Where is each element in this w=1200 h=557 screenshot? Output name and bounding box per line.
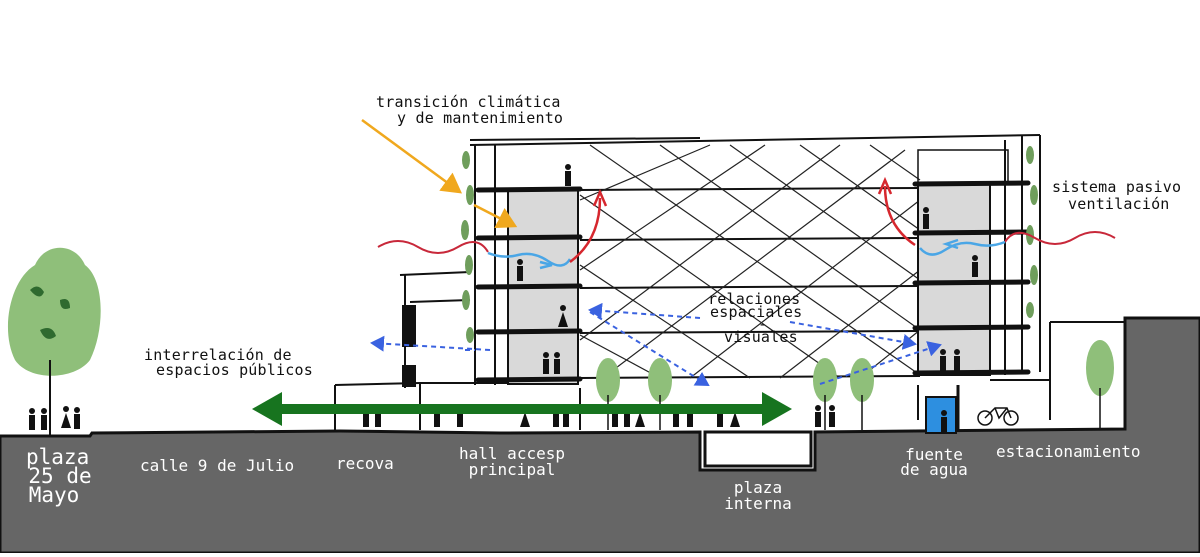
person-icon (517, 259, 523, 281)
label-fuente-1: fuente (905, 445, 963, 464)
floor-slabs (475, 180, 1031, 383)
label-hall-1: hall accesp (459, 444, 565, 463)
green-double-arrow (252, 392, 792, 426)
person-icon (554, 352, 560, 374)
person-icon (954, 349, 960, 371)
recova-dark-panel-2 (402, 365, 416, 387)
person-icon (940, 349, 946, 371)
label-plaza-interna-1: plaza (733, 478, 783, 497)
recova-dark-panel (402, 305, 416, 347)
annotation-relaciones-4: visuales (724, 328, 798, 346)
ventilation-flow (377, 176, 1116, 270)
annotation-transicion-1: transición climática (376, 93, 561, 111)
ground-mass (0, 316, 1200, 555)
label-estacionamiento: estacionamiento (996, 442, 1141, 461)
plaza-interna-pit (703, 430, 813, 468)
people-group (29, 164, 978, 432)
label-fuente-2: de agua (900, 460, 968, 479)
person-icon (923, 207, 929, 229)
annotation-interrelacion-2: espacios públicos (156, 361, 313, 379)
label-plaza-3: Mayo (28, 483, 80, 507)
tree-icon-small-3 (813, 358, 837, 430)
tree-icon-small-2 (648, 358, 672, 430)
label-plaza-2: 25 de (28, 464, 92, 488)
annotation-relaciones-3: - (758, 315, 768, 333)
person-icon (29, 408, 35, 430)
person-icon (61, 406, 71, 428)
annotation-interrelacion-1: interrelación de (144, 346, 292, 364)
tree-icon (7, 247, 101, 435)
person-icon (565, 164, 571, 186)
annotation-sistema-1: sistema pasivo (1052, 178, 1182, 196)
person-icon (74, 407, 80, 429)
orange-arrows (361, 118, 518, 229)
right-core (917, 182, 991, 376)
label-calle: calle 9 de Julio (140, 456, 295, 475)
person-icon (41, 408, 47, 430)
annotation-transicion-2: y de mantenimiento (397, 109, 564, 127)
green-facade-left (461, 151, 474, 343)
blue-dashed-arrows (370, 302, 942, 387)
main-building-frame (469, 134, 1041, 385)
annotation-relaciones-1: relaciones (708, 290, 801, 308)
label-recova: recova (336, 454, 394, 473)
person-icon (829, 405, 835, 427)
person-icon (543, 352, 549, 374)
person-icon (815, 405, 821, 427)
annotation-relaciones-2: espaciales (710, 303, 803, 321)
person-icon (558, 305, 568, 327)
person-icon (972, 255, 978, 277)
green-facade-right (1026, 146, 1038, 318)
label-plaza-1: plaza (26, 445, 90, 469)
tree-icon-small-5 (1086, 340, 1114, 428)
parking-structure (990, 321, 1125, 420)
label-hall-2: principal (468, 460, 556, 479)
annotation-sistema-2: ventilación (1068, 195, 1170, 213)
bicycle-icon (977, 407, 1019, 426)
tree-icon-small-4 (850, 358, 874, 430)
label-plaza-interna-2: interna (724, 494, 792, 513)
person-icon (941, 410, 947, 432)
